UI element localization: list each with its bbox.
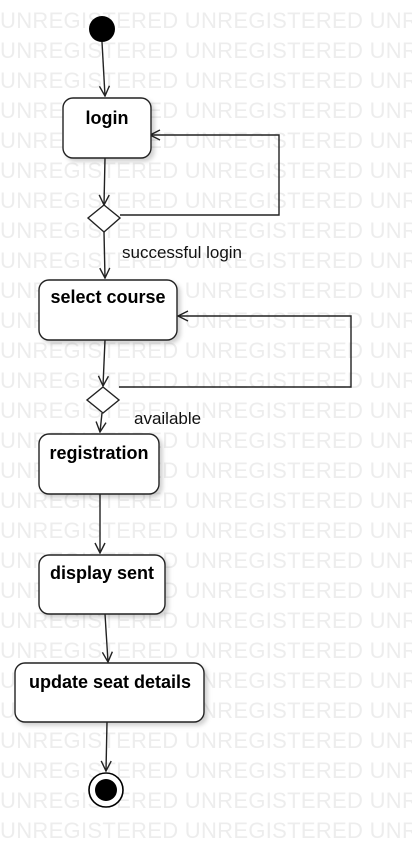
watermark-row: UNREGISTERED UNREGISTERED UNREGISTERED bbox=[0, 368, 412, 393]
flow-login-to-decision1 bbox=[104, 157, 105, 205]
action-display-sent bbox=[38, 554, 166, 615]
select-course-label: select course bbox=[50, 287, 165, 307]
watermark-row: UNREGISTERED UNREGISTERED UNREGISTERED bbox=[0, 398, 412, 423]
action-select-course bbox=[38, 279, 178, 341]
watermark-row: UNREGISTERED UNREGISTERED UNREGISTERED bbox=[0, 248, 412, 273]
watermark-row: UNREGISTERED UNREGISTERED UNREGISTERED bbox=[0, 68, 412, 93]
update-seat-details-label: update seat details bbox=[29, 672, 191, 692]
flow-select-course-to-decision2 bbox=[103, 339, 105, 386]
watermark-row: UNREGISTERED UNREGISTERED UNREGISTERED bbox=[0, 188, 412, 213]
watermark-row: UNREGISTERED UNREGISTERED UNREGISTERED bbox=[0, 38, 412, 63]
watermark-row: UNREGISTERED UNREGISTERED UNREGISTERED bbox=[0, 788, 412, 813]
initial-node bbox=[89, 16, 115, 42]
guard-successful-login: successful login bbox=[122, 243, 242, 262]
watermark-row: UNREGISTERED UNREGISTERED UNREGISTERED bbox=[0, 338, 412, 363]
watermark-row: UNREGISTERED UNREGISTERED UNREGISTERED bbox=[0, 758, 412, 783]
registration-label: registration bbox=[49, 443, 148, 463]
flow-decision1-loop-to-login bbox=[120, 135, 280, 216]
flow-decision2-loop-to-select-course bbox=[119, 316, 352, 388]
action-login bbox=[62, 97, 152, 159]
decision-node-login bbox=[86, 204, 122, 233]
flow-decision2-to-registration bbox=[100, 412, 102, 432]
flows bbox=[100, 41, 352, 771]
flow-update-seat-to-end bbox=[106, 721, 107, 771]
watermark-row: UNREGISTERED UNREGISTERED UNREGISTERED bbox=[0, 8, 412, 33]
login-label: login bbox=[86, 108, 129, 128]
watermark-row: UNREGISTERED UNREGISTERED UNREGISTERED bbox=[0, 728, 412, 753]
watermark-row: UNREGISTERED UNREGISTERED UNREGISTERED bbox=[0, 638, 412, 663]
guard-available: available bbox=[134, 409, 201, 428]
watermark-row: UNREGISTERED UNREGISTERED UNREGISTERED bbox=[0, 218, 412, 243]
action-update-seat-details bbox=[14, 662, 205, 723]
flow-display-sent-to-update-seat bbox=[105, 613, 108, 662]
flow-decision1-to-select-course bbox=[104, 231, 105, 278]
watermark-row: UNREGISTERED UNREGISTERED UNREGISTERED bbox=[0, 158, 412, 183]
decision-node-course bbox=[85, 386, 121, 414]
watermark-row: UNREGISTERED UNREGISTERED UNREGISTERED bbox=[0, 518, 412, 543]
action-registration bbox=[38, 433, 160, 495]
flow-start-to-login bbox=[102, 41, 105, 96]
watermark-row: UNREGISTERED UNREGISTERED UNREGISTERED bbox=[0, 818, 412, 843]
final-node bbox=[88, 772, 124, 808]
display-sent-label: display sent bbox=[50, 563, 154, 583]
